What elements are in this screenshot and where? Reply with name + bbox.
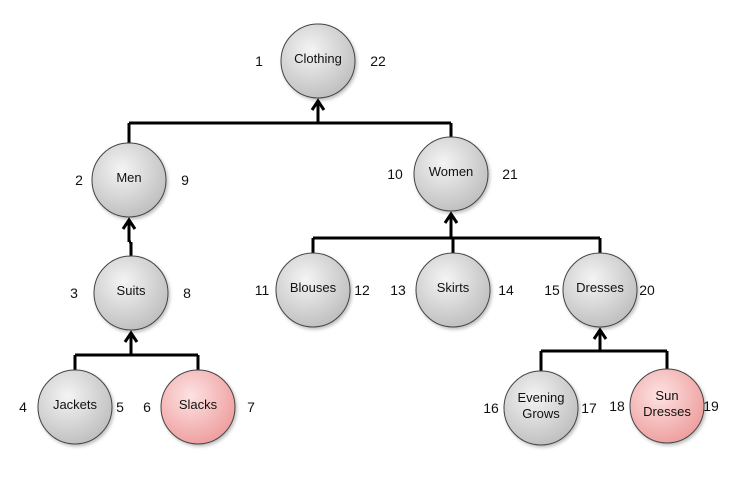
left-number: 16 bbox=[483, 400, 499, 416]
node-skirts: Skirts 13 14 bbox=[390, 252, 514, 328]
node-label: Clothing bbox=[294, 51, 342, 66]
left-number: 15 bbox=[544, 282, 560, 298]
right-number: 8 bbox=[183, 285, 191, 301]
edge-women bbox=[311, 211, 602, 255]
right-number: 7 bbox=[247, 399, 255, 415]
node-dresses: Dresses 15 20 bbox=[544, 252, 655, 328]
left-number: 11 bbox=[255, 282, 270, 298]
right-number: 14 bbox=[498, 282, 514, 298]
node-label: Blouses bbox=[290, 280, 337, 295]
left-number: 18 bbox=[609, 398, 625, 414]
right-number: 20 bbox=[639, 282, 655, 298]
node-clothing: Clothing 1 22 bbox=[255, 23, 386, 99]
node-slacks: Slacks 6 7 bbox=[143, 369, 255, 445]
right-number: 22 bbox=[370, 53, 386, 69]
arrow-head-icon bbox=[592, 327, 608, 340]
node-circle bbox=[275, 252, 351, 328]
node-label: Skirts bbox=[437, 280, 470, 295]
node-circle bbox=[562, 252, 638, 328]
left-number: 2 bbox=[75, 172, 83, 188]
node-men: Men 2 9 bbox=[75, 142, 189, 218]
left-number: 10 bbox=[387, 166, 403, 182]
node-label: Suits bbox=[117, 283, 146, 298]
left-number: 3 bbox=[70, 285, 78, 301]
node-circle bbox=[93, 255, 169, 331]
right-number: 17 bbox=[581, 400, 597, 416]
left-number: 4 bbox=[19, 399, 27, 415]
node-label: Jackets bbox=[53, 397, 98, 412]
right-number: 9 bbox=[181, 172, 189, 188]
edge-men bbox=[121, 217, 137, 258]
left-number: 6 bbox=[143, 399, 151, 415]
node-label: Grows bbox=[522, 406, 560, 421]
node-circle bbox=[415, 252, 491, 328]
node-circle bbox=[91, 142, 167, 218]
node-suits: Suits 3 8 bbox=[70, 255, 191, 331]
left-number: 1 bbox=[255, 53, 263, 69]
node-women: Women 10 21 bbox=[387, 136, 518, 212]
node-jackets: Jackets 4 5 bbox=[19, 369, 124, 445]
node-circle bbox=[629, 368, 705, 444]
node-label: Dresses bbox=[643, 404, 691, 419]
node-label: Women bbox=[429, 164, 474, 179]
arrow-head-icon bbox=[121, 217, 137, 230]
node-label: Dresses bbox=[576, 280, 624, 295]
node-label: Evening bbox=[518, 390, 565, 405]
node-blouses: Blouses 11 12 bbox=[255, 252, 370, 328]
node-label: Sun bbox=[655, 388, 678, 403]
edge-dresses bbox=[539, 327, 669, 373]
left-number: 13 bbox=[390, 282, 406, 298]
right-number: 12 bbox=[354, 282, 370, 298]
arrow-head-icon bbox=[123, 330, 139, 343]
node-circle bbox=[160, 369, 236, 445]
edge-suits bbox=[73, 330, 200, 372]
edge-clothing bbox=[127, 98, 453, 145]
node-circle bbox=[503, 370, 579, 446]
arrow-head-icon bbox=[310, 98, 326, 111]
node-circle bbox=[37, 369, 113, 445]
right-number: 21 bbox=[502, 166, 518, 182]
right-number: 5 bbox=[116, 399, 124, 415]
node-label: Men bbox=[116, 170, 141, 185]
node-circle bbox=[413, 136, 489, 212]
arrow-head-icon bbox=[443, 211, 459, 224]
node-label: Slacks bbox=[179, 397, 218, 412]
node-circle bbox=[280, 23, 356, 99]
edges-layer bbox=[73, 98, 669, 373]
right-number: 19 bbox=[703, 398, 719, 414]
